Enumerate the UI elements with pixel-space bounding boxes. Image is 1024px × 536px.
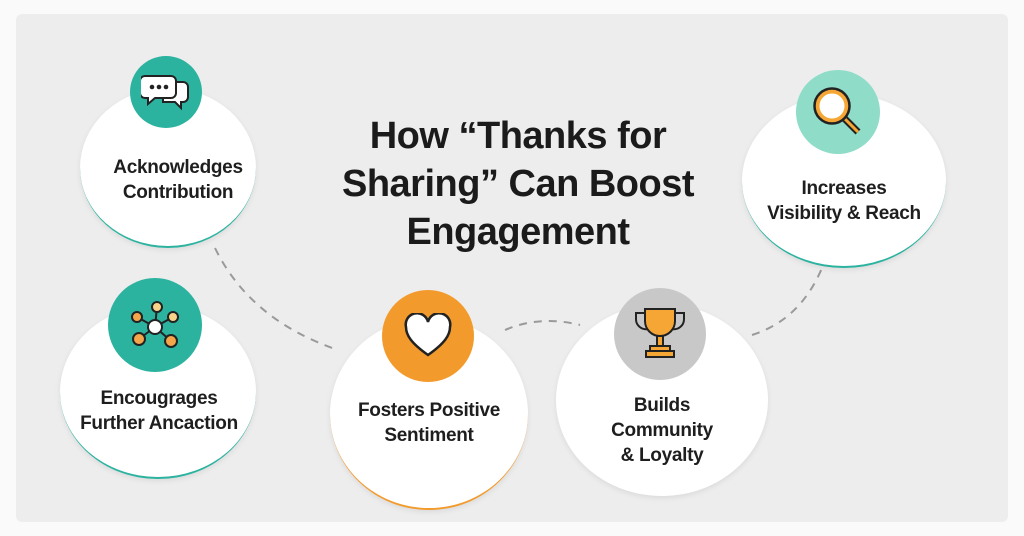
label-line: Visibility & Reach [767,203,921,224]
page-title: How “Thanks for Sharing” Can Boost Engag… [318,112,718,256]
magnifier-icon [796,70,880,154]
connector-2 [504,320,581,331]
label-line: Community [611,420,713,441]
connector-1 [214,247,339,351]
node-label: Increases Visibility & Reach [746,176,942,226]
network-icon [108,278,202,372]
label-line: Acknowledges [113,157,243,178]
label-line: Fosters Positive [358,400,500,421]
label-line: Encougrages [100,388,218,409]
speech-bubbles-icon [130,56,202,128]
label-line: Contribution [122,182,234,203]
label-line: & Loyalty [620,445,704,466]
label-line: Sentiment [384,425,474,446]
node-label: Fosters Positive Sentiment [334,398,524,448]
node-label: Acknowledges Contribution [98,155,258,205]
node-label: Encougrages Further Ancaction [64,386,254,436]
label-line: Further Ancaction [80,413,238,434]
connector-3 [751,267,823,336]
node-label: Builds Community & Loyalty [566,393,758,468]
label-line: Builds [633,395,691,416]
title-line: Engagement [406,211,630,253]
title-line: How “Thanks for [369,115,667,157]
trophy-icon [614,288,706,380]
heart-icon [382,290,474,382]
label-line: Increases [801,178,887,199]
title-line: Sharing” Can Boost [341,163,695,205]
